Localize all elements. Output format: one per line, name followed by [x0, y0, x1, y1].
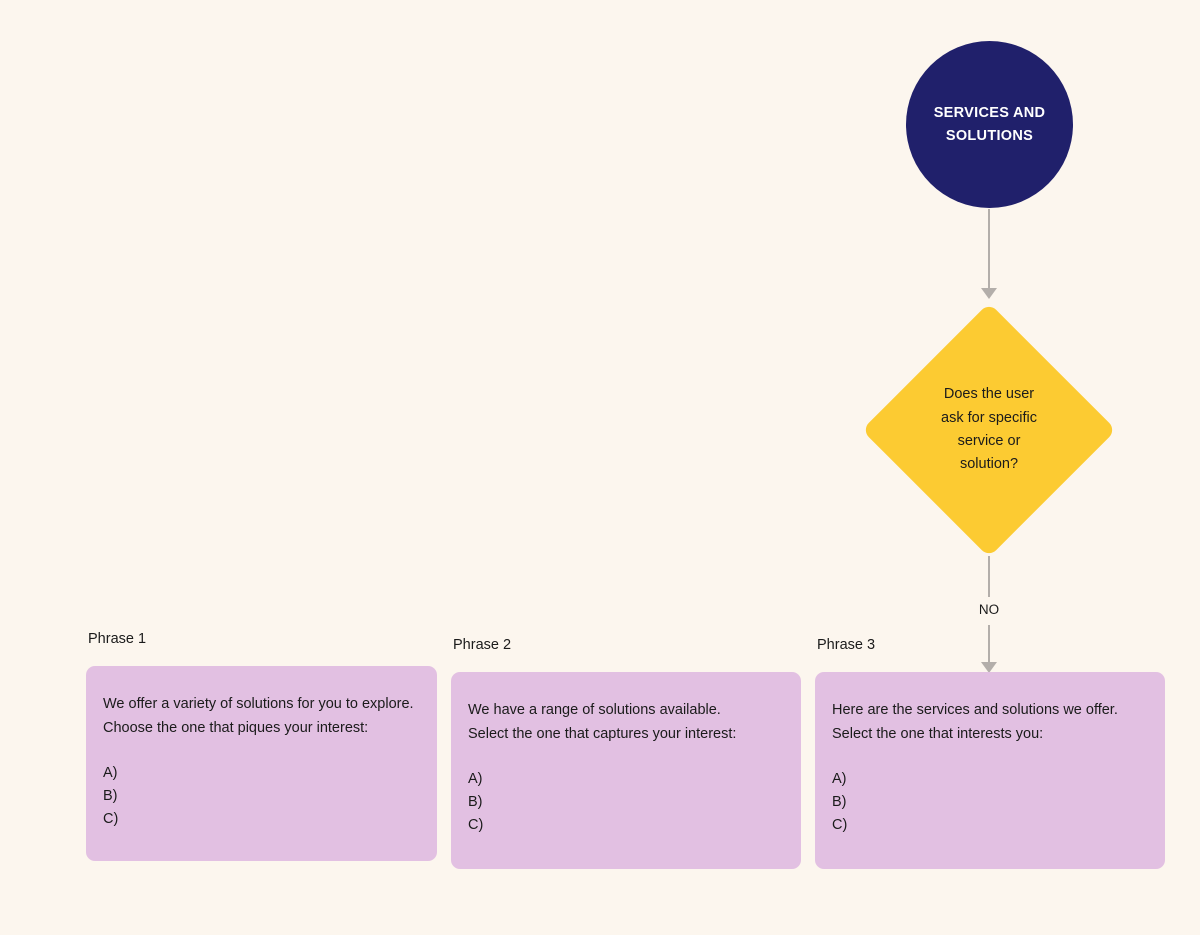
phrase-card-2[interactable]: We have a range of solutions available. …: [451, 672, 801, 870]
phrase-option[interactable]: A): [832, 770, 847, 787]
connector-line: [988, 556, 990, 597]
phrase-card-3[interactable]: Here are the services and solutions we o…: [815, 672, 1165, 870]
phrase-option[interactable]: B): [832, 793, 847, 810]
flow-node-decision[interactable]: Does the user ask for specific service o…: [861, 302, 1117, 558]
arrowhead-down-icon: [981, 288, 997, 299]
phrase-option[interactable]: B): [468, 793, 483, 810]
phrase-title-3: Phrase 3: [817, 637, 876, 653]
phrase-column-3: Phrase 3 Here are the services and solut…: [815, 637, 1165, 870]
branch-label-no: NO: [978, 602, 1000, 617]
phrase-options-3: A) B) C): [832, 768, 1148, 837]
phrase-options-1: A) B) C): [103, 762, 420, 831]
phrase-option[interactable]: A): [103, 764, 118, 781]
flow-node-start[interactable]: SERVICES AND SOLUTIONS: [906, 41, 1073, 208]
connector-line: [988, 625, 990, 663]
phrase-option[interactable]: C): [103, 810, 119, 827]
phrase-title-2: Phrase 2: [453, 637, 512, 653]
phrase-body-3: Here are the services and solutions we o…: [832, 702, 1118, 742]
phrase-option[interactable]: C): [832, 816, 848, 833]
connector-line: [988, 209, 990, 289]
phrase-option[interactable]: C): [468, 816, 484, 833]
phrase-body-1: We offer a variety of solutions for you …: [103, 696, 414, 736]
flow-node-start-label: SERVICES AND SOLUTIONS: [933, 104, 1046, 144]
phrase-body-2: We have a range of solutions available. …: [468, 702, 737, 742]
phrase-title-1: Phrase 1: [88, 631, 147, 647]
phrase-column-2: Phrase 2 We have a range of solutions av…: [451, 637, 801, 870]
phrase-card-1[interactable]: We offer a variety of solutions for you …: [86, 666, 437, 862]
arrowhead-down-icon: [981, 662, 997, 673]
phrase-option[interactable]: A): [468, 770, 483, 787]
phrase-option[interactable]: B): [103, 787, 118, 804]
flow-node-decision-label: Does the user ask for specific service o…: [941, 386, 1037, 473]
phrase-column-1: Phrase 1 We offer a variety of solutions…: [86, 631, 437, 862]
phrase-options-2: A) B) C): [468, 768, 784, 837]
